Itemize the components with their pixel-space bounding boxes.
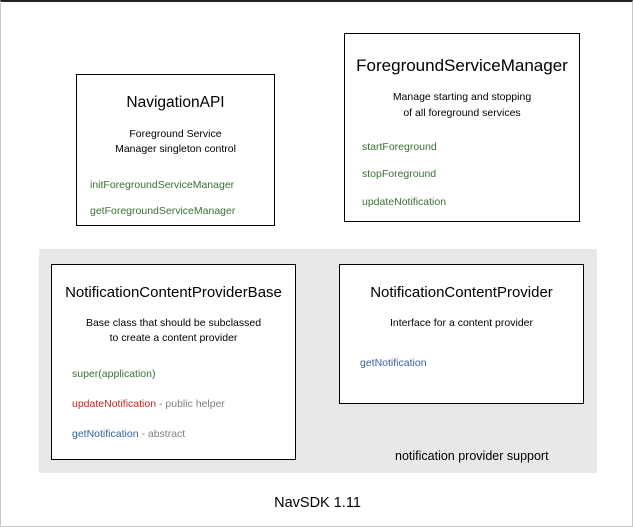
class-description-line: to create a content provider [109,332,238,345]
class-description-notification-content-provider-base: Base class that should be subclassed to … [52,316,295,346]
member-name: updateNotification [72,398,157,411]
class-description-line: Manage starting and stopping [392,91,532,104]
class-description-line: Base class that should be subclassed [85,317,262,329]
member-list-notification-content-provider: getNotification [340,357,583,370]
class-description-navigation-api: Foreground Service Manager singleton con… [77,127,274,157]
member-name: getNotification [72,427,139,440]
class-box-foreground-service-manager: ForegroundServiceManager Manage starting… [344,33,580,222]
class-description-line: Interface for a content provider [390,317,533,329]
member-note: - abstract [138,427,186,440]
member-item: getForegroundServiceManager [90,205,274,218]
class-box-notification-content-provider-base: NotificationContentProviderBase Base cla… [51,264,296,460]
member-list-navigation-api: initForegroundServiceManager getForegrou… [77,179,274,217]
class-title-notification-content-provider: NotificationContentProvider [370,284,553,301]
member-name: stopForeground [362,168,437,181]
member-item: startForeground [362,141,579,154]
class-description-notification-content-provider: Interface for a content provider [340,316,583,331]
member-item: initForegroundServiceManager [90,179,274,192]
class-title-navigation-api: NavigationAPI [126,94,225,111]
class-description-foreground-service-manager: Manage starting and stopping of all fore… [345,90,579,120]
class-description-line: Manager singleton control [115,142,236,155]
member-item: stopForeground [362,168,579,181]
class-description-line: of all foreground services [403,106,521,119]
member-name: startForeground [362,140,437,153]
member-item: getNotification [360,357,583,370]
class-title-foreground-service-manager: ForegroundServiceManager [356,56,568,75]
class-description-line: Foreground Service [129,127,222,140]
member-name: getForegroundServiceManager [90,204,236,217]
member-note: - public helper [156,398,225,411]
notification-provider-support-label: notification provider support [395,449,549,463]
member-list-foreground-service-manager: startForeground stopForeground updateNot… [345,141,579,209]
member-item: updateNotification - public helper [72,398,295,411]
member-name: initForegroundServiceManager [90,179,235,192]
member-name: getNotification [360,357,427,370]
diagram-caption: NavSDK 1.11 [274,495,361,511]
member-name: super(application) [72,368,156,381]
class-title-notification-content-provider-base: NotificationContentProviderBase [65,284,282,301]
member-item: getNotification - abstract [72,428,295,441]
member-item: super(application) [72,368,295,381]
member-list-notification-content-provider-base: super(application) updateNotification - … [52,368,295,440]
class-box-navigation-api: NavigationAPI Foreground Service Manager… [76,74,275,226]
member-name: updateNotification [362,196,447,209]
member-item: updateNotification [362,196,579,209]
class-box-notification-content-provider: NotificationContentProvider Interface fo… [339,264,584,404]
